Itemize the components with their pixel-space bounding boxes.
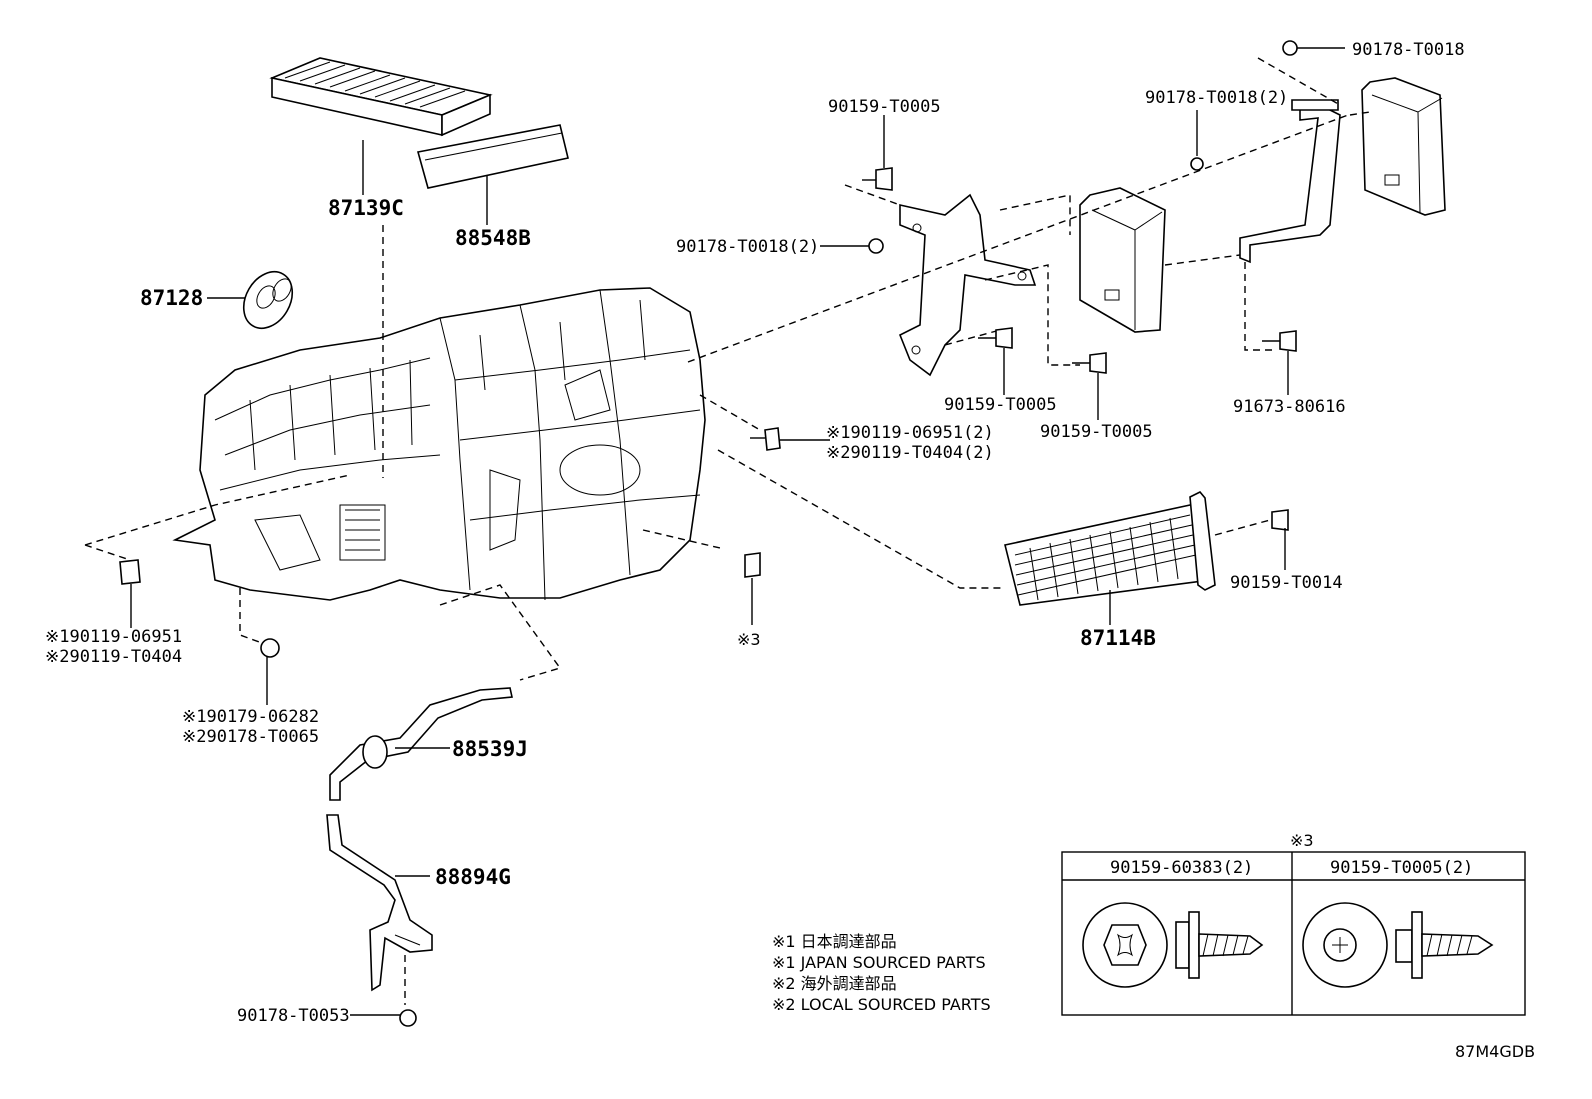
- table-col2-header: 90159-T0005(2): [1330, 858, 1473, 878]
- legend: ※1 日本調達部品 ※1 JAPAN SOURCED PARTS ※2 海外調達…: [772, 932, 991, 1014]
- label-bolt-left-1: ※190119-06951: [45, 627, 182, 647]
- drain-hose-lower-drawing: [326, 814, 433, 992]
- label-87139C: 87139C: [328, 196, 404, 220]
- ecu-mid-drawing: [1079, 187, 1166, 333]
- label-bolt-left-2: ※290119-T0404: [45, 647, 182, 667]
- legend-line-1: ※1 日本調達部品: [772, 932, 897, 951]
- filter-drawing: [269, 57, 493, 137]
- ecu-right-drawing: [1361, 77, 1446, 216]
- bracket-left-drawing: [898, 193, 1037, 377]
- label-88548B: 88548B: [455, 226, 531, 250]
- label-ref3: ※3: [737, 630, 761, 649]
- grommet-drawing: [242, 270, 294, 330]
- label-87114B: 87114B: [1080, 626, 1156, 650]
- diagram-code: 87M4GDB: [1455, 1042, 1535, 1061]
- label-nut-left-2: ※290178-T0065: [182, 727, 319, 747]
- label-90159-T0005-top: 90159-T0005: [828, 97, 941, 117]
- label-90178-T0053: 90178-T0053: [237, 1006, 350, 1026]
- label-nut-left-1: ※190179-06282: [182, 707, 319, 727]
- table-title: ※3: [1290, 831, 1314, 850]
- bolt-mid-drawing: [764, 427, 781, 451]
- label-90159-T0005-mid2: 90159-T0005: [1040, 422, 1153, 442]
- label-88539J: 88539J: [452, 737, 528, 761]
- legend-line-4: ※2 LOCAL SOURCED PARTS: [772, 995, 991, 1014]
- legend-line-3: ※2 海外調達部品: [772, 974, 897, 993]
- label-90159-T0005-mid1: 90159-T0005: [944, 395, 1057, 415]
- label-87128: 87128: [140, 286, 203, 310]
- filter-cover-drawing: [416, 124, 569, 189]
- label-bolt-mid-2: ※290119-T0404(2): [826, 443, 994, 463]
- label-90178-T0018-2-left: 90178-T0018(2): [676, 237, 819, 257]
- label-90178-T0018-top: 90178-T0018: [1352, 40, 1465, 60]
- label-90178-T0018-2-mid: 90178-T0018(2): [1145, 88, 1288, 108]
- drain-hose-upper-drawing: [329, 687, 513, 801]
- legend-line-2: ※1 JAPAN SOURCED PARTS: [772, 953, 986, 972]
- label-bolt-mid-1: ※190119-06951(2): [826, 423, 994, 443]
- bracket-right-drawing: [1239, 99, 1341, 264]
- heater-core-drawing: [1004, 491, 1216, 606]
- label-90159-T0014: 90159-T0014: [1230, 573, 1343, 593]
- table-col1-header: 90159-60383(2): [1110, 858, 1253, 878]
- hvac-unit-drawing: [172, 287, 706, 601]
- nut-bottom-drawing: [399, 1009, 417, 1027]
- fasteners-top: [820, 40, 1345, 420]
- ref3-table: ※3 90159-60383(2) 90159-T0005(2): [1061, 831, 1526, 1016]
- label-91673-80616: 91673-80616: [1233, 397, 1346, 417]
- label-88894G: 88894G: [435, 865, 511, 889]
